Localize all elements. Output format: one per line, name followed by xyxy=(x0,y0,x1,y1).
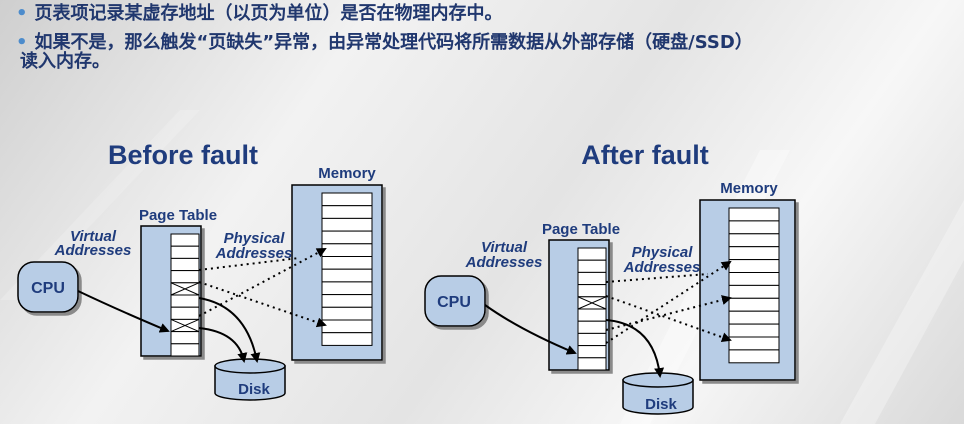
mapping-arrow xyxy=(198,297,261,363)
panel-title: After fault xyxy=(581,140,709,170)
bullet-text-1: 页表项记录某虚存地址（以页为单位）是否在物理内存中。 xyxy=(34,3,503,24)
page-table-entry xyxy=(577,247,607,261)
mapping-arrow xyxy=(484,304,577,355)
disk-label: Disk xyxy=(238,381,270,398)
page-table-entry xyxy=(577,345,607,359)
bullet-item-1: • 页表项记录某虚存地址（以页为单位）是否在物理内存中。 xyxy=(16,2,961,26)
memory-slot xyxy=(321,306,373,321)
disk-top xyxy=(214,358,286,374)
physical-mapping-arrow xyxy=(605,295,732,343)
disk-top xyxy=(622,372,694,388)
invalid-entry-cross xyxy=(577,296,607,310)
cpu-box xyxy=(17,261,79,313)
memory-slot xyxy=(728,336,780,351)
page-table-label: Page Table xyxy=(542,221,620,238)
mapping-arrow xyxy=(605,319,665,378)
physical-mapping-arrow xyxy=(605,273,709,283)
memory-slot xyxy=(321,294,373,308)
disk-body xyxy=(622,379,694,415)
physical-mapping-arrow xyxy=(198,281,327,328)
memory-slot xyxy=(321,268,373,283)
memory-slot xyxy=(728,297,780,312)
page-table-entry xyxy=(577,357,607,371)
page-table-entry xyxy=(170,331,200,345)
memory-slot xyxy=(321,230,373,245)
bullet-marker: • xyxy=(16,32,28,53)
page-table-entry xyxy=(170,306,200,320)
physical-addresses-line: Physical xyxy=(224,230,286,247)
memory-slot xyxy=(728,246,780,261)
virtual-addresses-line: Virtual xyxy=(481,239,528,256)
memory-slot xyxy=(321,205,373,219)
invalid-entry-cross xyxy=(170,282,200,296)
physical-addresses-line: Addresses xyxy=(623,259,701,276)
physical-addresses-line: Physical xyxy=(632,244,694,261)
page-table-entry xyxy=(170,270,200,284)
memory-slot xyxy=(321,332,373,346)
memory-slot xyxy=(728,323,780,338)
page-table-entry xyxy=(170,233,200,247)
virtual-addresses-line: Virtual xyxy=(70,228,117,245)
bullet-text-2-continued: 读入内存。 xyxy=(20,51,110,72)
disk-label: Disk xyxy=(645,396,677,413)
physical-mapping-arrow xyxy=(605,260,732,344)
invalid-entry-cross xyxy=(170,318,200,333)
memory-label: Memory xyxy=(318,165,376,182)
virtual-addresses-line: Addresses xyxy=(465,254,543,271)
mapping-arrow xyxy=(77,290,170,333)
page-table-label: Page Table xyxy=(139,207,217,224)
disk-body xyxy=(214,365,286,401)
memory-slot xyxy=(321,192,373,207)
memory-slot xyxy=(728,284,780,299)
memory-slot xyxy=(728,349,780,364)
page-table-entry xyxy=(577,332,607,347)
page-table-entry xyxy=(170,294,200,308)
memory-slot xyxy=(728,207,780,222)
memory-slot xyxy=(728,220,780,235)
mapping-arrow xyxy=(198,327,248,363)
page-table-entry xyxy=(577,271,607,286)
bullet-list: • 页表项记录某虚存地址（以页为单位）是否在物理内存中。 • 如果不是，那么触发“页… xyxy=(16,2,961,79)
memory-slot xyxy=(321,217,373,232)
memory-slot xyxy=(728,233,780,248)
page-table-entry xyxy=(170,343,200,357)
cpu-label: CPU xyxy=(31,280,65,297)
virtual-addresses-line: Addresses xyxy=(54,242,132,259)
page-table-entry xyxy=(577,308,607,322)
memory-slot xyxy=(321,256,373,270)
physical-addresses-line: Addresses xyxy=(215,245,293,262)
page-table-entry xyxy=(577,284,607,298)
bullet-text-2: 如果不是，那么触发“页缺失”异常，由异常处理代码将所需数据从外部存储（硬盘/SS… xyxy=(34,32,753,53)
page-table-entry xyxy=(170,257,200,272)
page-table-entry xyxy=(577,259,607,273)
memory-slot xyxy=(728,259,780,274)
page-table-entry xyxy=(170,245,200,259)
memory-slot xyxy=(321,243,373,258)
cpu-box xyxy=(424,275,486,327)
memory-slot xyxy=(728,310,780,325)
memory-slot xyxy=(321,319,373,334)
memory-slot xyxy=(728,272,780,286)
page-table-entry xyxy=(577,320,607,334)
cpu-label: CPU xyxy=(437,294,471,311)
memory-label: Memory xyxy=(720,180,778,197)
memory-slot xyxy=(321,281,373,296)
panel-title: Before fault xyxy=(108,140,258,170)
bullet-marker: • xyxy=(16,3,28,24)
bullet-item-2: • 如果不是，那么触发“页缺失”异常，由异常处理代码将所需数据从外部存储（硬盘/S… xyxy=(16,31,961,74)
